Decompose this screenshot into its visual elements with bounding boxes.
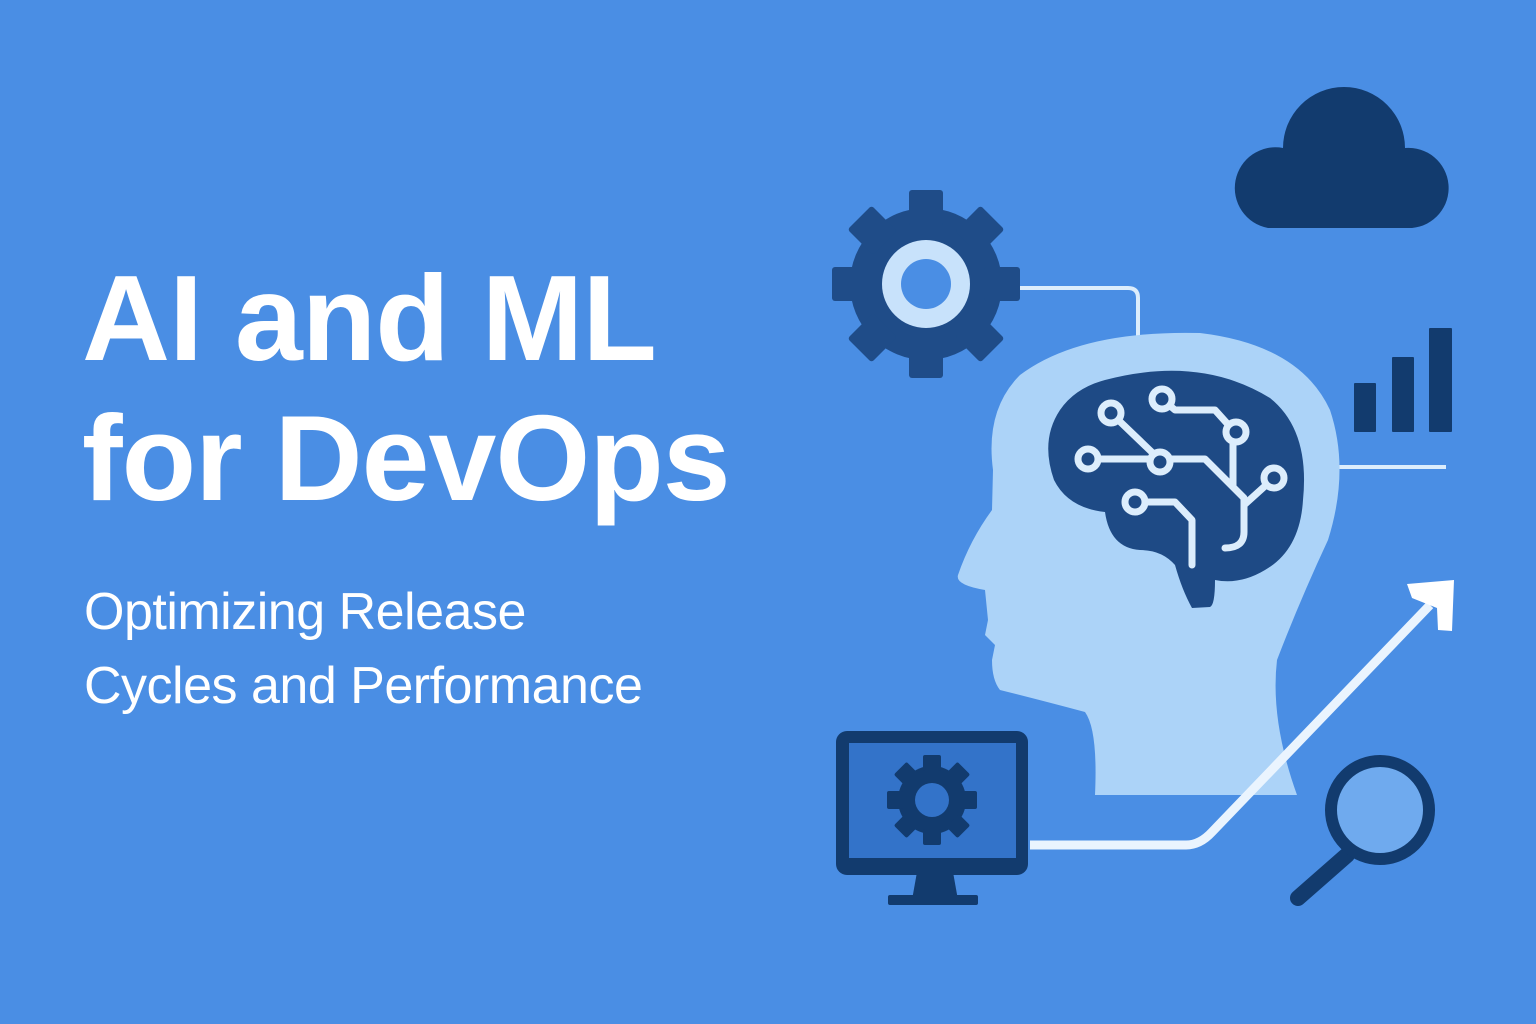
monitor-gear-icon — [836, 731, 1028, 905]
subtitle-line-2: Cycles and Performance — [84, 657, 643, 715]
circuit-nodes — [1074, 385, 1288, 516]
trend-arrow-icon — [1407, 580, 1454, 631]
trend-arrow-line — [1030, 601, 1434, 850]
title-line-2: for DevOps — [82, 390, 731, 526]
cloud-icon — [1234, 87, 1449, 228]
title-line-1: AI and ML — [82, 250, 657, 386]
subtitle-line-1: Optimizing Release — [84, 583, 526, 641]
gear-connector-line — [1018, 286, 1140, 336]
banner-subtitle: Optimizing Release Cycles and Performanc… — [84, 575, 643, 723]
bar-chart-icon — [1354, 328, 1452, 432]
gear-icon — [832, 190, 1020, 378]
magnifier-icon — [1290, 755, 1435, 906]
banner-title: AI and ML for DevOps — [82, 248, 731, 528]
